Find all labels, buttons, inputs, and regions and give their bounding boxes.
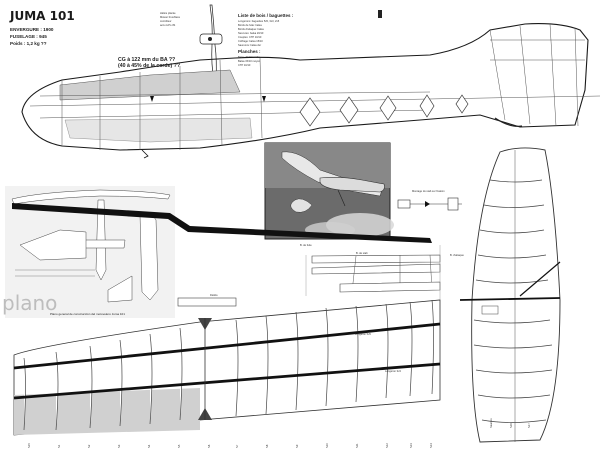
wing-tip-panel: Saumon N16 N17 — [459, 147, 561, 443]
svg-text:Saumons: balsa dur: Saumons: balsa dur — [238, 43, 261, 47]
propeller-icon — [199, 4, 223, 81]
tip-ribs — [473, 179, 553, 423]
svg-text:N5: N5 — [177, 444, 181, 448]
cg-note: CG à 122 mm du BA ?? (40 à 45% de la cor… — [118, 57, 180, 69]
svg-text:Bords d'attaque: balsa: Bords d'attaque: balsa — [238, 27, 264, 31]
svg-text:Saumon: Saumon — [489, 418, 493, 428]
svg-text:Liste de bois / baguettes :: Liste de bois / baguettes : — [238, 13, 294, 18]
svg-text:Nervures: balsa 20/10: Nervures: balsa 20/10 — [238, 31, 264, 35]
svg-text:N2: N2 — [87, 444, 91, 448]
svg-text:N9: N9 — [295, 444, 299, 448]
svg-text:Moteur brushless: Moteur brushless — [160, 15, 181, 19]
svg-text:N6: N6 — [207, 444, 211, 448]
plan-watermark: plano — [2, 291, 57, 315]
fuselage-formers — [61, 57, 263, 150]
specs-list: ENVERGURE : 1900 FUSELAGE : 945 Poids : … — [10, 27, 54, 46]
spec-fuselage: FUSELAGE : 945 — [10, 34, 47, 39]
svg-text:Coffrage: balsa 15/10: Coffrage: balsa 15/10 — [238, 39, 263, 43]
stabilizer-parts: B. de stab B. d'attaque Dièdre — [177, 251, 464, 307]
svg-text:N17: N17 — [527, 423, 531, 428]
svg-text:N7: N7 — [235, 444, 239, 448]
model-photo — [264, 142, 394, 240]
svg-text:Longeron 5x5: Longeron 5x5 — [355, 332, 371, 336]
svg-text:B. de stab: B. de stab — [356, 251, 368, 255]
reference-lines — [305, 245, 441, 300]
svg-text:N8: N8 — [265, 444, 269, 448]
svg-text:N11: N11 — [355, 443, 359, 448]
spec-weight: Poids : 1,2 kg ?? — [10, 41, 47, 46]
svg-text:Planches :: Planches : — [238, 49, 261, 54]
svg-text:accu LiPo 3S: accu LiPo 3S — [160, 23, 176, 27]
fin-ribs — [489, 23, 585, 127]
plan-title: JUMA 101 — [9, 9, 75, 23]
svg-text:B. de fuite: B. de fuite — [300, 243, 312, 247]
wing-ribs — [23, 299, 434, 431]
svg-text:CG à 122 mm du BA ??: CG à 122 mm du BA ?? — [118, 57, 175, 63]
svg-text:Bords de fuite: balsa: Bords de fuite: balsa — [238, 23, 262, 27]
svg-text:Couples: CTP 10/10: Couples: CTP 10/10 — [238, 35, 262, 39]
fuselage-side-view — [21, 4, 600, 159]
spec-wingspan: ENVERGURE : 1900 — [10, 27, 54, 32]
svg-text:N4: N4 — [147, 444, 151, 448]
wing-top-view: Longeron 5x5 Longeron 3x3 N1 N2 N3 N4 N5… — [13, 299, 441, 448]
motor-notes: Hélice pliante Moteur brushless contrôle… — [160, 11, 181, 27]
stabilizer-mount-detail: Montage du stab sur fixation — [397, 189, 462, 211]
marker-square — [378, 10, 382, 18]
svg-text:Hélice pliante: Hélice pliante — [160, 11, 176, 15]
svg-text:Longerons: baguettes 5x5, 3x3,: Longerons: baguettes 5x5, 3x3, 2x5 — [238, 19, 280, 23]
header-block: JUMA 101 ENVERGURE : 1900 FUSELAGE : 945… — [9, 9, 75, 46]
svg-text:Dièdre: Dièdre — [210, 293, 218, 297]
lightening-holes — [299, 94, 469, 127]
svg-text:N13: N13 — [409, 443, 413, 448]
spar-stripes: B. de fuite — [12, 203, 432, 247]
svg-text:N1: N1 — [57, 444, 61, 448]
svg-text:CTP 10/10: CTP 10/10 — [238, 63, 251, 67]
svg-text:N3: N3 — [117, 444, 121, 448]
svg-text:Plano general de construcción: Plano general de construcción del motove… — [50, 312, 125, 316]
svg-text:Balsa 15/10 moyen: Balsa 15/10 moyen — [238, 59, 261, 63]
svg-text:N14: N14 — [429, 443, 433, 448]
svg-text:N12: N12 — [385, 443, 389, 448]
svg-text:contrôleur: contrôleur — [160, 19, 172, 23]
svg-text:N15: N15 — [27, 443, 31, 448]
svg-text:(40 à 45% de la corde) ??: (40 à 45% de la corde) ?? — [118, 63, 180, 69]
svg-text:N16: N16 — [509, 423, 513, 428]
svg-text:N10: N10 — [325, 443, 329, 448]
svg-text:Longeron 3x3: Longeron 3x3 — [385, 369, 401, 373]
svg-text:B. d'attaque: B. d'attaque — [450, 253, 464, 257]
rib-labels: N1 N2 N3 N4 N5 N6 N7 N8 N9 N10 N11 N12 N… — [27, 443, 433, 448]
svg-text:Montage du stab sur fixation: Montage du stab sur fixation — [412, 189, 445, 193]
